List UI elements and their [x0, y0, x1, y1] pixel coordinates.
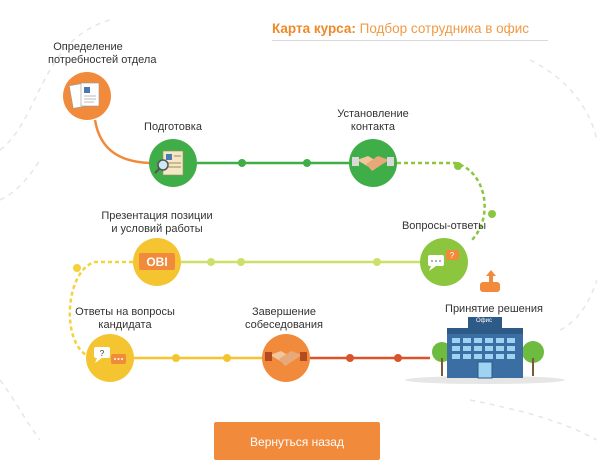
path-dots — [73, 159, 496, 362]
building-window — [463, 338, 471, 343]
step-label-contact: Установление контакта — [333, 108, 413, 134]
building-window — [485, 354, 493, 359]
step-label-needs: Определение потребностей отдела — [48, 41, 157, 67]
building-window — [474, 354, 482, 359]
building-window — [474, 338, 482, 343]
title-prefix: Карта курса: — [272, 21, 356, 36]
step-circle-presentation[interactable]: OBI — [133, 238, 181, 286]
step-label-qa: Вопросы-ответы — [394, 220, 494, 233]
building-window — [452, 354, 460, 359]
step-circle-needs[interactable] — [63, 72, 111, 120]
step-label-line: Завершение — [252, 306, 316, 318]
path-dot — [238, 159, 246, 167]
building-window — [463, 346, 471, 351]
step-circle-contact[interactable] — [349, 139, 397, 187]
decor-dashed-arc — [0, 159, 41, 201]
office-sign: Офис — [476, 318, 492, 324]
decor-dashed-arc — [469, 399, 597, 441]
building-window — [485, 346, 493, 351]
step-label-line: собеседования — [245, 319, 323, 331]
speech-bubbles-icon: ? — [94, 347, 126, 364]
building-window — [507, 338, 515, 343]
step-circle-candidate-answers[interactable]: ? — [86, 334, 134, 382]
obi-icon-text: OBI — [146, 255, 167, 269]
step-label-line: Ответы на вопросы — [75, 306, 175, 318]
title-underline — [272, 40, 548, 41]
step-label-line: Установление — [337, 108, 409, 120]
step-label-preparation: Подготовка — [133, 121, 213, 134]
step-label-presentation: Презентация позиции и условий работы — [97, 210, 217, 236]
step-label-decision: Принятие решения — [439, 303, 549, 316]
decor-dashed-arc — [529, 59, 597, 141]
speech-bubbles-icon: ? — [428, 250, 459, 271]
path-dot — [237, 258, 245, 266]
pointer-hand-icon — [480, 270, 500, 292]
office-building-icon[interactable] — [405, 317, 565, 384]
path-dot — [394, 354, 402, 362]
building-window — [463, 354, 471, 359]
path-dot — [73, 264, 81, 272]
step-label-candidate-answers: Ответы на вопросы кандидата — [70, 306, 180, 332]
path-dot — [207, 258, 215, 266]
title-course: Подбор сотрудника в офис — [355, 21, 530, 36]
path-dot — [488, 210, 496, 218]
decor-dashed-arc — [559, 279, 597, 331]
building-window — [507, 354, 515, 359]
decor-dashed-arc — [0, 379, 41, 441]
decor-dashed-arc — [0, 19, 111, 151]
step-label-line: Подготовка — [144, 121, 202, 133]
path-dot — [454, 162, 462, 170]
building-window — [496, 346, 504, 351]
svg-text:?: ? — [100, 349, 105, 358]
obi-icon: OBI — [139, 253, 175, 270]
building-window — [474, 346, 482, 351]
step-circle-preparation[interactable] — [149, 139, 197, 187]
resume-magnifier-icon — [154, 150, 184, 176]
step-label-line: Презентация позиции — [101, 210, 213, 222]
path-dot — [303, 159, 311, 167]
step-label-line: Вопросы-ответы — [401, 220, 487, 232]
path-dot — [346, 354, 354, 362]
building-window — [485, 338, 493, 343]
step-label-line: потребностей отдела — [48, 54, 157, 66]
back-button[interactable]: Вернуться назад — [214, 422, 380, 460]
building-window — [452, 338, 460, 343]
step-label-line: и условий работы — [111, 223, 203, 235]
step-label-line: контакта — [350, 121, 396, 133]
path-dot — [223, 354, 231, 362]
step-circle-completion[interactable] — [262, 334, 310, 382]
step-label-line: Принятие решения — [445, 303, 543, 315]
path-dot — [172, 354, 180, 362]
step-label-completion: Завершение собеседования — [239, 306, 329, 332]
step-label-line: кандидата — [98, 319, 152, 331]
page-title: Карта курса: Подбор сотрудника в офис — [272, 21, 529, 36]
handshake-icon — [265, 351, 307, 366]
handshake-icon — [352, 156, 394, 171]
building-window — [452, 346, 460, 351]
svg-text:?: ? — [450, 251, 455, 260]
path-dot — [373, 258, 381, 266]
step-circle-qa[interactable]: ? — [420, 238, 468, 286]
building-window — [496, 354, 504, 359]
path-connector — [397, 161, 486, 241]
documents-icon — [68, 82, 100, 109]
step-label-line: Определение — [53, 41, 123, 53]
building-window — [507, 346, 515, 351]
path-connector — [93, 119, 151, 165]
building-window — [496, 338, 504, 343]
